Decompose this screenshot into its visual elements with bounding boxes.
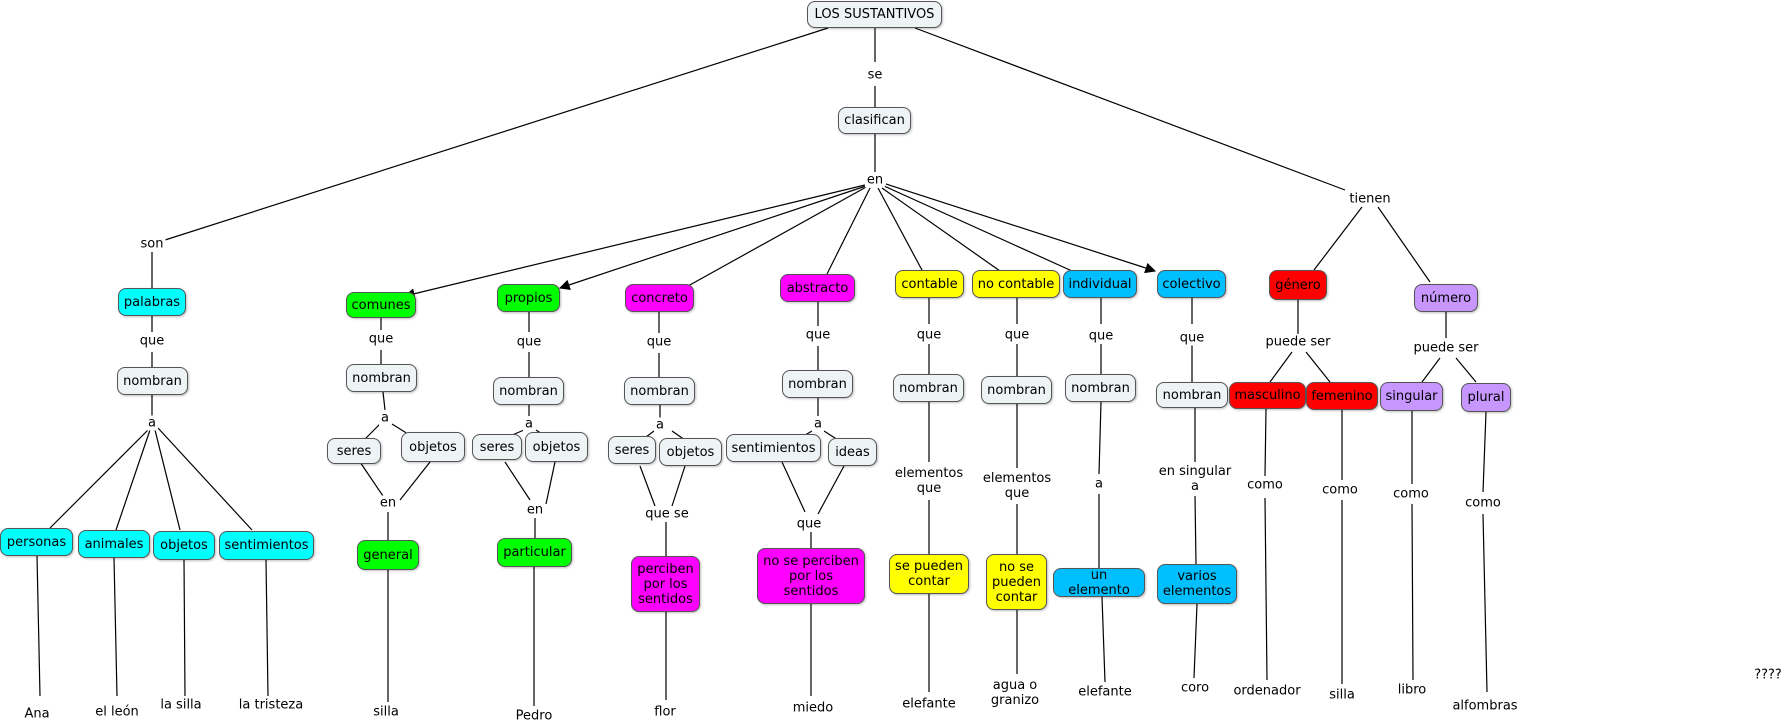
node-seres-concreto[interactable]: seres (608, 436, 656, 464)
link-que-propios: que (514, 334, 544, 350)
link-que-se-concreto: que se (643, 506, 691, 522)
link-elementos-que-no-contable: elementos que (980, 471, 1054, 501)
example-agua-o-granizo: agua o granizo (988, 678, 1042, 708)
node-abstracto[interactable]: abstracto (780, 274, 855, 302)
node-comunes[interactable]: comunes (346, 292, 416, 318)
node-los-sustantivos[interactable]: LOS SUSTANTIVOS (807, 1, 942, 28)
node-contable[interactable]: contable (895, 270, 964, 298)
node-seres-propios[interactable]: seres (472, 434, 522, 460)
example-elefante-contable: elefante (900, 696, 958, 712)
link-a-comunes: a (379, 410, 391, 426)
node-propios[interactable]: propios (497, 284, 560, 312)
example-elefante-individual: elefante (1076, 684, 1134, 700)
node-palabras[interactable]: palabras (118, 288, 186, 316)
link-que-abstracto: que (803, 327, 833, 343)
link-a-palabras: a (146, 415, 158, 431)
node-nombran-palabras[interactable]: nombran (117, 367, 188, 395)
node-no-se-perciben[interactable]: no se perciben por los sentidos (757, 548, 865, 604)
example-alfombras: alfombras (1450, 698, 1520, 714)
example-ordenador: ordenador (1231, 683, 1303, 699)
link-que-palabras: que (137, 333, 167, 349)
node-animales[interactable]: animales (78, 530, 150, 558)
node-nombran-comunes[interactable]: nombran (346, 364, 417, 392)
node-nombran-abstracto[interactable]: nombran (782, 370, 853, 398)
link-puede-ser-genero: puede ser (1263, 334, 1333, 350)
link-tienen: tienen (1347, 191, 1393, 207)
link-a-abstracto: a (812, 416, 824, 432)
node-nombran-no-contable[interactable]: nombran (981, 376, 1052, 404)
link-que-comunes: que (366, 331, 396, 347)
link-que2-abstracto: que (794, 516, 824, 532)
node-particular[interactable]: particular (497, 538, 572, 567)
node-genero[interactable]: género (1269, 270, 1327, 300)
example-coro: coro (1178, 680, 1212, 696)
link-en-comunes: en (377, 495, 399, 511)
link-elementos-que-contable: elementos que (892, 466, 966, 496)
node-concreto[interactable]: concreto (625, 284, 694, 312)
link-como-plural: como (1463, 495, 1503, 511)
link-a-individual: a (1093, 476, 1105, 492)
link-como-masculino: como (1245, 477, 1285, 493)
node-ideas[interactable]: ideas (828, 438, 877, 466)
node-seres-comunes[interactable]: seres (327, 438, 381, 464)
link-que-concreto: que (644, 334, 674, 350)
node-individual[interactable]: individual (1063, 270, 1137, 298)
link-puede-ser-numero: puede ser (1411, 340, 1481, 356)
example-miedo: miedo (790, 700, 836, 716)
node-clasifican[interactable]: clasifican (838, 107, 911, 134)
node-objetos-propios[interactable]: objetos (525, 432, 588, 462)
link-se: se (865, 67, 885, 83)
node-nombran-concreto[interactable]: nombran (624, 377, 695, 405)
node-objetos-comunes[interactable]: objetos (401, 432, 465, 462)
link-que-colectivo: que (1177, 330, 1207, 346)
example-libro: libro (1395, 682, 1429, 698)
node-personas[interactable]: personas (0, 528, 73, 556)
node-masculino[interactable]: masculino (1229, 382, 1306, 409)
node-se-pueden-contar[interactable]: se pueden contar (889, 554, 969, 594)
node-varios-elementos[interactable]: varios elementos (1157, 564, 1237, 604)
node-nombran-contable[interactable]: nombran (893, 374, 964, 402)
link-como-femenino: como (1320, 482, 1360, 498)
node-perciben-por-los-sentidos[interactable]: perciben por los sentidos (631, 556, 700, 612)
node-objetos-concreto[interactable]: objetos (659, 438, 722, 466)
node-numero[interactable]: número (1414, 284, 1478, 312)
example-la-tristeza: la tristeza (236, 697, 306, 713)
link-a-propios: a (523, 416, 535, 432)
node-singular[interactable]: singular (1380, 382, 1443, 411)
example-ana: Ana (22, 706, 52, 722)
link-en-propios: en (524, 502, 546, 518)
link-en-singular-a: en singular a (1156, 464, 1234, 494)
example-pedro: Pedro (513, 708, 555, 724)
link-a-concreto: a (654, 417, 666, 433)
node-general[interactable]: general (357, 540, 419, 570)
node-sentimientos-abstracto[interactable]: sentimientos (726, 434, 821, 462)
node-no-contable[interactable]: no contable (972, 270, 1060, 298)
example-silla-general: silla (371, 704, 401, 720)
link-como-singular: como (1391, 486, 1431, 502)
example-la-silla: la silla (158, 697, 204, 713)
node-nombran-individual[interactable]: nombran (1065, 374, 1136, 402)
link-que-no-contable: que (1002, 327, 1032, 343)
link-son: son (138, 236, 166, 252)
example-silla-femenino: silla (1327, 687, 1357, 703)
extra-question-marks: ???? (1752, 667, 1784, 683)
node-femenino[interactable]: femenino (1306, 382, 1378, 410)
link-que-contable: que (914, 327, 944, 343)
link-que-individual: que (1086, 328, 1116, 344)
example-flor: flor (652, 704, 678, 720)
node-sentimientos-palabras[interactable]: sentimientos (219, 531, 314, 560)
node-colectivo[interactable]: colectivo (1157, 270, 1226, 298)
node-no-se-pueden-contar[interactable]: no se pueden contar (986, 554, 1047, 610)
node-nombran-colectivo[interactable]: nombran (1156, 382, 1228, 408)
node-plural[interactable]: plural (1461, 383, 1511, 412)
node-nombran-propios[interactable]: nombran (493, 377, 564, 405)
node-objetos-palabras[interactable]: objetos (153, 531, 215, 560)
node-un-elemento[interactable]: un elemento (1053, 568, 1145, 598)
example-el-leon: el león (93, 704, 141, 720)
link-en-main: en (864, 172, 886, 188)
